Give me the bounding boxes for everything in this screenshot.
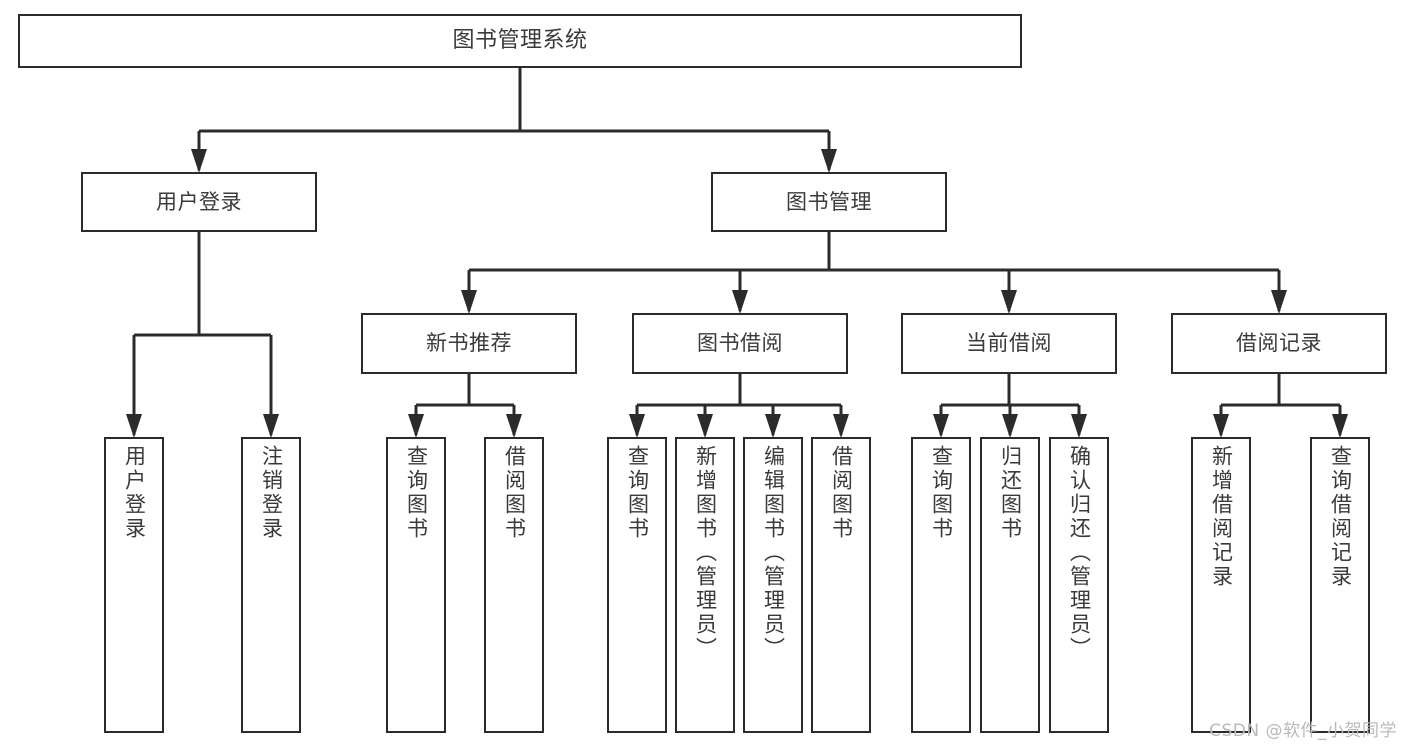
arrowhead-icon [263,414,279,438]
node-leaf-borrow-3[interactable]: 编辑图书（管理员） [743,437,803,733]
node-label: 新增借阅记录 [1209,445,1234,589]
node-bookmgmt[interactable]: 图书管理 [711,172,947,232]
arrowhead-icon [732,290,748,314]
node-leaf-cur-1[interactable]: 查询图书 [911,437,971,733]
arrowhead-icon [506,414,522,438]
node-label: 借阅图书 [502,445,527,541]
node-leaf-login-1[interactable]: 用户登录 [104,437,164,733]
arrowhead-icon [1332,414,1348,438]
node-label: 新书推荐 [426,331,512,356]
arrowhead-icon [765,414,781,438]
node-label: 查询图书 [625,445,650,541]
node-leaf-borrow-1[interactable]: 查询图书 [607,437,667,733]
node-current[interactable]: 当前借阅 [901,313,1117,374]
node-leaf-rec-2[interactable]: 查询借阅记录 [1310,437,1370,733]
node-leaf-new-1[interactable]: 查询图书 [386,437,446,733]
node-borrow[interactable]: 图书借阅 [632,313,848,374]
node-label: 查询图书 [404,445,429,541]
node-label: 图书借阅 [697,331,783,356]
node-leaf-borrow-2[interactable]: 新增图书（管理员） [675,437,735,733]
arrowhead-icon [191,149,207,173]
arrowhead-icon [933,414,949,438]
node-label: 编辑图书（管理员） [761,445,786,661]
node-label: 注销登录 [259,445,284,541]
arrowhead-icon [833,414,849,438]
arrowhead-icon [697,414,713,438]
node-label: 用户登录 [122,445,147,541]
node-label: 借阅记录 [1236,331,1322,356]
node-label: 确认归还（管理员） [1067,445,1092,661]
node-label: 当前借阅 [966,331,1052,356]
node-label: 用户登录 [156,189,242,214]
node-leaf-cur-2[interactable]: 归还图书 [980,437,1040,733]
node-leaf-login-2[interactable]: 注销登录 [241,437,301,733]
arrowhead-icon [821,149,837,173]
arrowhead-icon [1271,290,1287,314]
node-root[interactable]: 图书管理系统 [18,14,1022,68]
arrowhead-icon [1001,290,1017,314]
arrowhead-icon [126,414,142,438]
node-leaf-rec-1[interactable]: 新增借阅记录 [1191,437,1251,733]
node-login[interactable]: 用户登录 [81,172,317,232]
arrowhead-icon [1071,414,1087,438]
watermark-text: CSDN @软件_小贺同学 [1209,721,1397,741]
node-label: 查询借阅记录 [1328,445,1353,589]
arrowhead-icon [1213,414,1229,438]
node-leaf-new-2[interactable]: 借阅图书 [484,437,544,733]
node-label: 查询图书 [929,445,954,541]
node-label: 归还图书 [998,445,1023,541]
arrowhead-icon [408,414,424,438]
node-label: 图书管理系统 [452,28,588,54]
node-label: 新增图书（管理员） [693,445,718,661]
node-leaf-borrow-4[interactable]: 借阅图书 [811,437,871,733]
node-label: 图书管理 [786,189,872,214]
node-label: 借阅图书 [829,445,854,541]
node-newbooks[interactable]: 新书推荐 [361,313,577,374]
arrowhead-icon [629,414,645,438]
arrowhead-icon [1002,414,1018,438]
node-records[interactable]: 借阅记录 [1171,313,1387,374]
node-leaf-cur-3[interactable]: 确认归还（管理员） [1049,437,1109,733]
arrowhead-icon [461,290,477,314]
